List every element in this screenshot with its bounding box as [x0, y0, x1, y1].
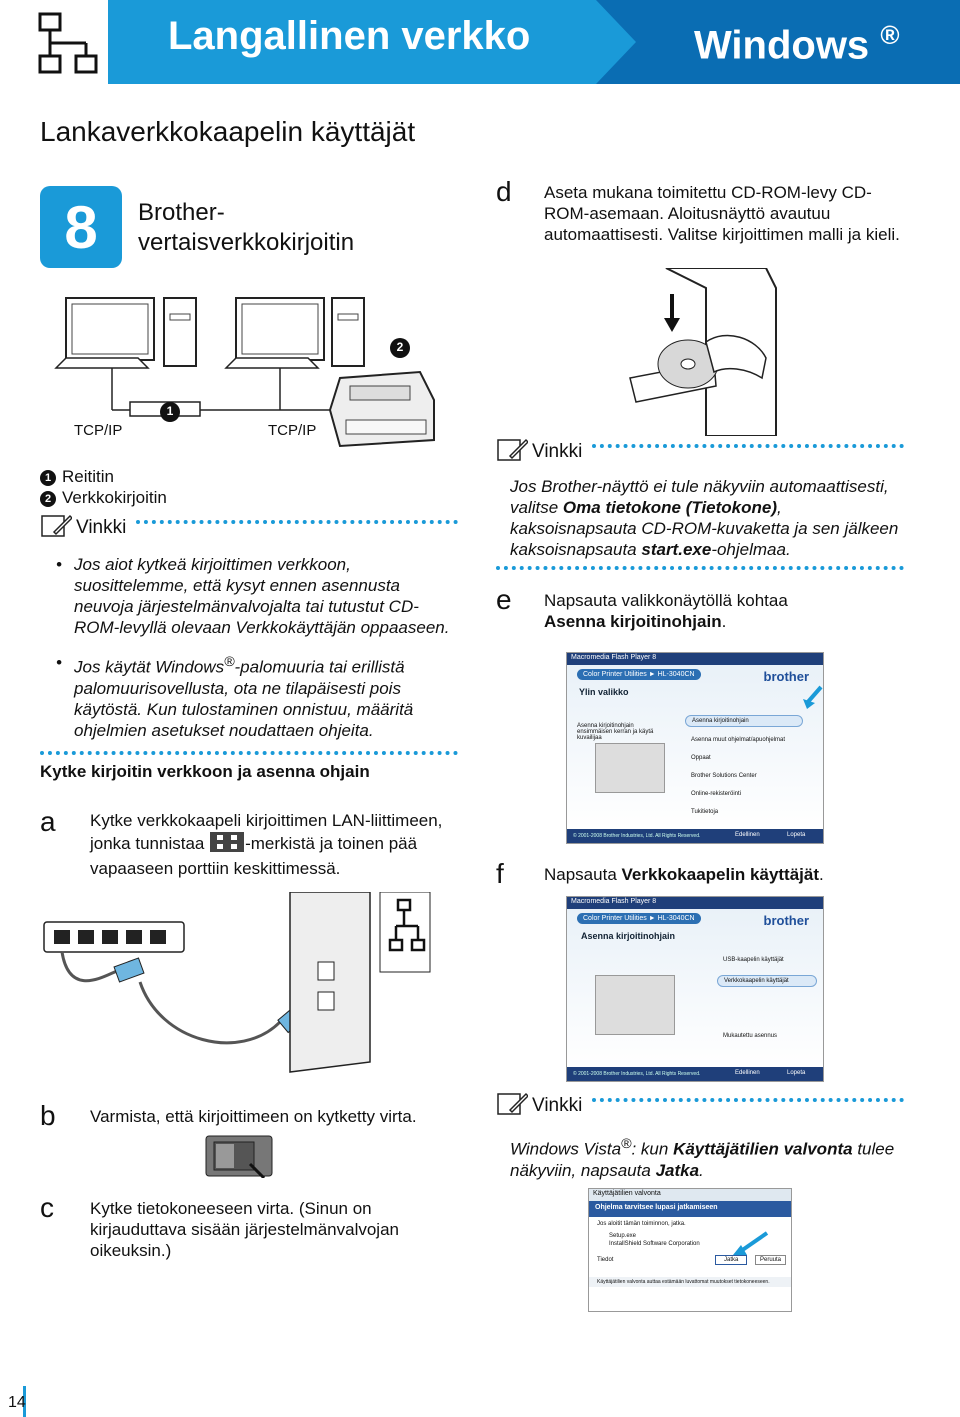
step-title: Brother-vertaisverkkokirjoitin: [138, 199, 355, 256]
step-c-text: Kytke tietokoneeseen virta. (Sinun on ki…: [90, 1199, 399, 1260]
subheading: Kytke kirjoitin verkkoon ja asenna ohjai…: [40, 762, 370, 781]
menu-item-custom[interactable]: Mukautettu asennus: [723, 1033, 778, 1039]
diagram-label-right: TCP/IP: [268, 422, 317, 439]
section-title: Lankaverkkokaapelin käyttäjät: [40, 116, 416, 147]
step-letter: b: [40, 1100, 56, 1131]
note-box-2: Vinkki Jos Brother-näyttö ei tule näkyvi…: [496, 436, 904, 570]
uac-publisher: InstallShield Software Corporation: [609, 1241, 700, 1247]
menu-item-support[interactable]: Tukitietoja: [691, 809, 719, 815]
exit-button[interactable]: Lopeta: [787, 832, 806, 838]
product-banner: Color Printer Utilities ► HL-3040CN: [577, 669, 701, 680]
menu-item-install-driver[interactable]: Asenna kirjoitinohjain: [685, 715, 803, 727]
step-letter: a: [40, 806, 56, 837]
uac-title: Käyttäjätilien valvonta: [589, 1189, 791, 1201]
diagram-label-left: TCP/IP: [74, 422, 123, 439]
menu-item-usb[interactable]: USB-kaapelin käyttäjät: [723, 957, 784, 963]
pencil-note-icon: [40, 512, 74, 544]
menu-item-other-software[interactable]: Asenna muut ohjelmat/apuohjelmat: [691, 737, 786, 743]
menu-list: USB-kaapelin käyttäjät Verkkokaapelin kä…: [717, 955, 817, 1041]
cancel-button[interactable]: Peruuta: [755, 1255, 787, 1265]
header-title: Langallinen verkko: [168, 14, 531, 58]
page-number: 14: [8, 1394, 26, 1411]
note-item: Jos käytät Windows®-palomuuria tai erill…: [40, 652, 458, 741]
computer-left: [54, 297, 197, 369]
copyright: © 2001-2008 Brother Industries, Ltd. All…: [573, 833, 701, 839]
arrow-pointer-icon: [733, 1231, 769, 1255]
window-title: Macromedia Flash Player 8: [567, 653, 823, 665]
note-divider: [40, 750, 458, 755]
continue-button[interactable]: Jatka: [715, 1255, 748, 1265]
pencil-note-icon: [496, 1090, 530, 1122]
step-d-text: Aseta mukana toimitettu CD-ROM-levy CD-R…: [544, 183, 900, 244]
network-icon: [38, 12, 98, 74]
step-number-badge: 8: [40, 186, 122, 268]
computer-right: [224, 297, 365, 369]
note-list: Jos aiot kytkeä kirjoittimen verkkoon, s…: [40, 554, 458, 741]
printer-image: [595, 975, 675, 1035]
note-box-1: Vinkki Jos aiot kytkeä kirjoittimen verk…: [40, 512, 458, 755]
step-letter: e: [496, 584, 512, 615]
network-diagram: [54, 297, 435, 448]
diagram-marker-1-label: 1: [166, 404, 174, 418]
step-letter: d: [496, 176, 512, 207]
uac-details[interactable]: Tiedot: [597, 1257, 614, 1263]
note-divider: [496, 566, 904, 570]
step-b-text: Varmista, että kirjoittimeen on kytketty…: [90, 1107, 417, 1126]
screen-heading: Asenna kirjoitinohjain: [581, 931, 676, 941]
network-icon-box: [0, 0, 108, 84]
menu-item-registration[interactable]: Online-rekisteröinti: [691, 791, 742, 797]
uac-line: Jos aloitit tämän toiminnon, jatka.: [597, 1221, 686, 1227]
cd-insert-illustration: [629, 268, 777, 436]
header-platform: Windows ®: [694, 20, 900, 68]
screen-caption: Asenna kirjoitinohjain ensimmäisen kerra…: [577, 723, 654, 741]
note-item: Jos aiot kytkeä kirjoittimen verkkoon, s…: [40, 554, 458, 638]
screenshot-main-menu: Macromedia Flash Player 8 Color Printer …: [566, 652, 824, 844]
step-a-text: Kytke verkkokaapeli kirjoittimen LAN-lii…: [90, 811, 443, 878]
copyright: © 2001-2008 Brother Industries, Ltd. All…: [573, 1071, 701, 1077]
window-title: Macromedia Flash Player 8: [567, 897, 823, 909]
step-letter: f: [496, 858, 504, 889]
menu-item-manuals[interactable]: Oppaat: [691, 755, 711, 761]
uac-banner: Ohjelma tarvitsee lupasi jatkamiseen: [589, 1201, 791, 1217]
note-3-text: Windows Vista®: kun Käyttäjätilien valvo…: [510, 1136, 895, 1180]
uac-app: Setup.exe: [609, 1233, 637, 1239]
diagram-marker-2: [390, 338, 410, 358]
header-platform-bar: [596, 0, 960, 84]
screen-heading: Ylin valikko: [579, 687, 629, 697]
back-button[interactable]: Edellinen: [735, 1070, 760, 1076]
menu-list: Asenna kirjoitinohjain Asenna muut ohjel…: [685, 715, 803, 817]
note-box-3: Vinkki Windows Vista®: kun Käyttäjätilie…: [496, 1090, 904, 1181]
back-button[interactable]: Edellinen: [735, 832, 760, 838]
diagram-marker-2-label: 2: [396, 340, 404, 354]
printer-image: [595, 743, 665, 793]
screenshot-uac: Käyttäjätilien valvonta Ohjelma tarvitse…: [588, 1188, 792, 1312]
cable-illustration: [43, 892, 431, 1073]
note-heading: Vinkki: [496, 1090, 904, 1122]
menu-item-network[interactable]: Verkkokaapelin käyttäjät: [717, 975, 817, 987]
exit-button[interactable]: Lopeta: [787, 1070, 806, 1076]
note-heading: Vinkki: [40, 512, 458, 544]
product-banner: Color Printer Utilities ► HL-3040CN: [577, 913, 701, 924]
pencil-note-icon: [496, 436, 530, 468]
arrow-pointer-icon: [803, 685, 823, 709]
step-f-text: Napsauta Verkkokaapelin käyttäjät.: [544, 865, 824, 884]
diagram-marker-1: [160, 402, 180, 422]
step-letter: c: [40, 1192, 54, 1223]
note-2-text: Jos Brother-näyttö ei tule näkyviin auto…: [510, 477, 899, 559]
printer-shape: [328, 370, 435, 448]
uac-footer: Käyttäjätilien valvonta auttaa estämään …: [589, 1277, 791, 1287]
brand-logo: brother: [763, 669, 810, 684]
note-heading: Vinkki: [496, 436, 904, 468]
power-switch-illustration: [205, 1135, 273, 1178]
menu-item-solutions-center[interactable]: Brother Solutions Center: [691, 773, 757, 779]
brand-logo: brother: [763, 913, 810, 928]
screenshot-install-driver: Macromedia Flash Player 8 Color Printer …: [566, 896, 824, 1082]
lan-port-icon: [209, 831, 245, 858]
page-number-line: [0, 1386, 26, 1417]
